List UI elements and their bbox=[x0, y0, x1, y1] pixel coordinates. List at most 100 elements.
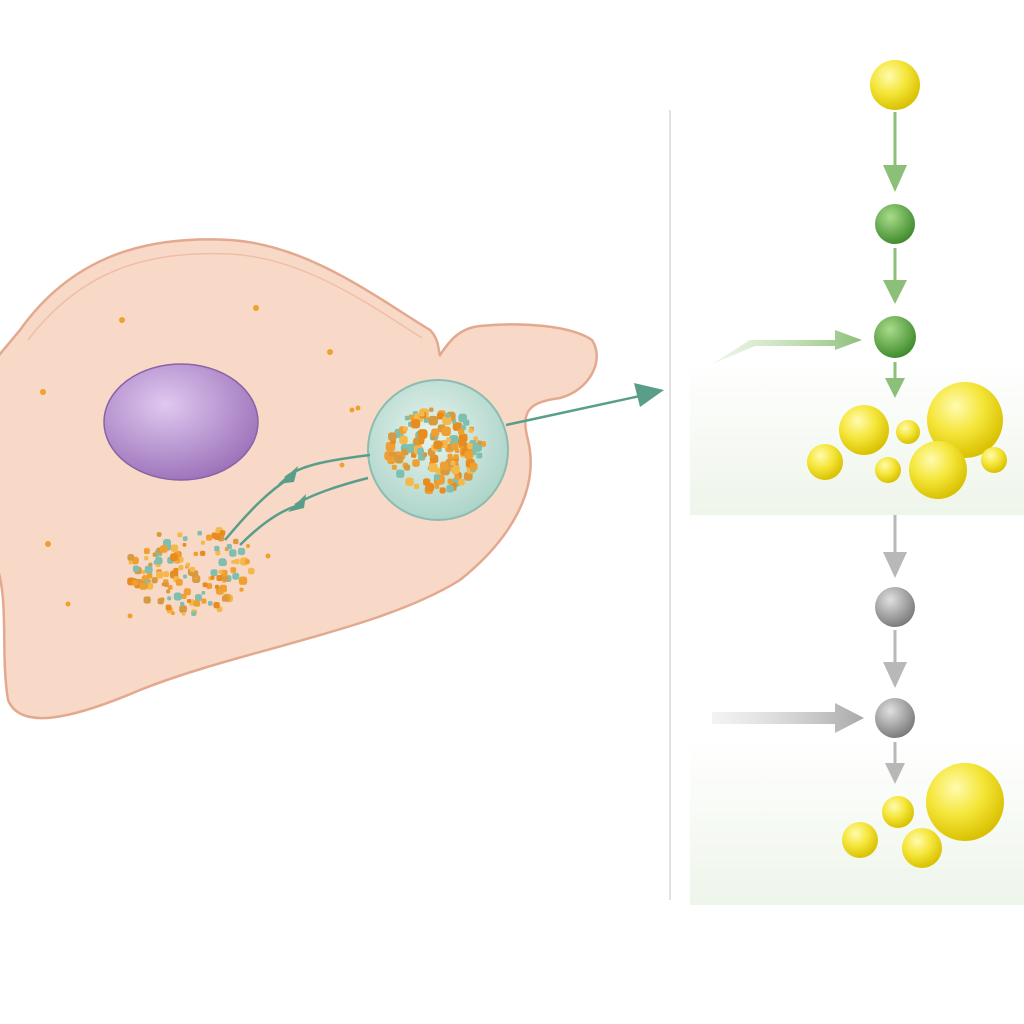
particle bbox=[458, 478, 465, 486]
particle bbox=[419, 411, 425, 417]
particle bbox=[200, 550, 206, 556]
particle bbox=[434, 484, 440, 489]
particle bbox=[391, 464, 397, 470]
particle bbox=[428, 415, 438, 426]
particle bbox=[446, 485, 454, 493]
particle bbox=[410, 419, 421, 429]
particle bbox=[436, 412, 444, 420]
particle bbox=[193, 600, 201, 607]
particle bbox=[463, 471, 473, 481]
particle bbox=[445, 413, 450, 418]
particle bbox=[219, 530, 226, 536]
particle bbox=[458, 438, 467, 447]
particle bbox=[218, 569, 223, 574]
particle bbox=[405, 477, 414, 487]
particle bbox=[396, 469, 405, 478]
particle bbox=[450, 443, 459, 451]
particle bbox=[165, 604, 172, 611]
particle bbox=[394, 454, 404, 464]
particle bbox=[214, 545, 220, 552]
particle bbox=[167, 584, 173, 590]
yellow-droplets-upper bbox=[807, 382, 1007, 499]
particle bbox=[191, 570, 199, 578]
gray-input-arrow bbox=[712, 703, 864, 733]
particle bbox=[230, 567, 237, 573]
particle bbox=[472, 442, 483, 452]
particle bbox=[207, 601, 213, 606]
particle bbox=[429, 407, 434, 412]
particle bbox=[234, 559, 240, 565]
particle bbox=[151, 577, 158, 584]
particle bbox=[183, 588, 191, 596]
particle bbox=[425, 482, 435, 492]
particle bbox=[157, 598, 164, 605]
particle bbox=[155, 571, 164, 579]
particle bbox=[210, 575, 215, 580]
gray-node-2 bbox=[875, 698, 915, 738]
particle bbox=[166, 589, 171, 594]
particle bbox=[412, 459, 420, 467]
particle bbox=[399, 435, 408, 445]
particle bbox=[195, 594, 202, 602]
particle bbox=[447, 453, 453, 460]
particle bbox=[447, 478, 454, 485]
green-node-1 bbox=[875, 204, 915, 244]
particle bbox=[423, 418, 429, 423]
particle bbox=[446, 437, 452, 443]
particle bbox=[213, 533, 221, 540]
particle bbox=[132, 580, 139, 586]
particle bbox=[143, 548, 150, 555]
yellow-node-top bbox=[870, 60, 920, 110]
particle bbox=[146, 582, 154, 590]
particle bbox=[181, 593, 187, 599]
particle bbox=[218, 558, 227, 567]
particle bbox=[413, 483, 420, 490]
particle bbox=[454, 474, 460, 480]
particle bbox=[441, 426, 451, 436]
particle bbox=[182, 542, 187, 547]
particle bbox=[216, 574, 223, 581]
particle bbox=[428, 463, 438, 473]
particle bbox=[229, 549, 237, 557]
particle bbox=[406, 443, 417, 453]
particle bbox=[219, 584, 227, 592]
particle bbox=[183, 574, 187, 579]
particle bbox=[171, 611, 175, 616]
particle bbox=[385, 441, 396, 452]
particle bbox=[127, 554, 135, 561]
particle bbox=[146, 573, 153, 579]
green-node-2 bbox=[874, 316, 916, 358]
particle bbox=[191, 611, 196, 617]
particle bbox=[139, 582, 147, 590]
particle bbox=[408, 414, 415, 420]
particle bbox=[187, 598, 192, 604]
particle bbox=[467, 443, 474, 450]
particle-cluster bbox=[127, 527, 255, 617]
particle bbox=[170, 544, 179, 552]
particle bbox=[458, 413, 468, 423]
particle bbox=[182, 536, 188, 541]
particle bbox=[453, 454, 459, 460]
cytoplasm-particles bbox=[40, 305, 361, 619]
particle bbox=[197, 530, 202, 536]
particle bbox=[200, 540, 205, 545]
particle bbox=[239, 587, 244, 592]
particle bbox=[201, 598, 207, 604]
particle bbox=[206, 534, 213, 541]
particle bbox=[248, 567, 255, 575]
particle bbox=[160, 545, 168, 553]
particle bbox=[144, 556, 149, 561]
particle bbox=[388, 432, 397, 441]
particle bbox=[387, 456, 396, 465]
yellow-droplets-lower bbox=[842, 763, 1004, 868]
particle bbox=[433, 440, 442, 450]
particle bbox=[179, 605, 187, 613]
particle bbox=[433, 474, 440, 481]
particle bbox=[403, 464, 411, 471]
gray-node-1 bbox=[875, 587, 915, 627]
particle bbox=[185, 562, 190, 567]
particle bbox=[449, 435, 459, 445]
particle bbox=[215, 550, 221, 556]
particle bbox=[201, 590, 206, 595]
